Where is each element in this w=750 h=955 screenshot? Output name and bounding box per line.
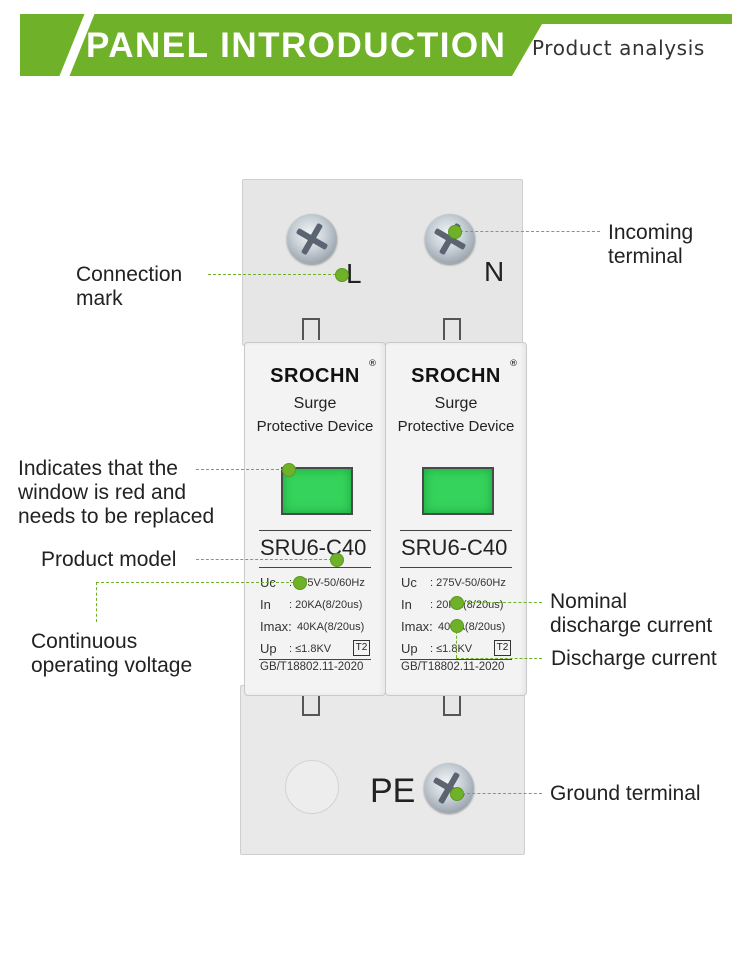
callout-nominal-current: Nominal discharge current — [550, 590, 712, 638]
divider — [259, 530, 371, 531]
callout-line: operating voltage — [31, 654, 193, 677]
spec-value-imax: 40KA(8/20us) — [297, 621, 365, 633]
model-number: SRU6-C40 — [401, 535, 508, 560]
spec-value-uc: : 275V-50/60Hz — [430, 577, 506, 589]
callout-connection-mark: Connection mark — [76, 263, 182, 311]
callout-line: Incoming — [608, 221, 694, 244]
device-type-line2: Protective Device — [256, 418, 374, 435]
callout-line: Indicates that the — [18, 457, 178, 480]
leader-line — [96, 582, 97, 622]
leader-line — [196, 559, 332, 560]
callout-line: Ground terminal — [550, 782, 701, 805]
leader-line — [196, 469, 284, 470]
terminal-label-pe: PE — [370, 772, 416, 810]
spd-module-right: SROCHN ® Surge Protective Device SRU6-C4… — [385, 342, 527, 696]
callout-ground-terminal: Ground terminal — [550, 782, 701, 806]
terminal-label-l: L — [346, 258, 362, 289]
leader-line — [456, 631, 457, 658]
callout-dot — [450, 787, 464, 801]
callout-continuous-voltage: Continuous operating voltage — [31, 630, 192, 678]
device-type-line2: Protective Device — [397, 418, 515, 435]
top-slot-left — [302, 318, 320, 340]
leader-line — [456, 658, 542, 659]
top-slot-right — [443, 318, 461, 340]
divider — [400, 530, 512, 531]
leader-line — [462, 602, 542, 603]
callout-line: needs to be replaced — [18, 505, 215, 528]
spec-value-in: : 20KA(8/20us) — [289, 599, 363, 611]
bottom-slot-left — [302, 694, 320, 716]
spd-module-left: SROCHN ® Surge Protective Device SRU6-C4… — [244, 342, 386, 696]
callout-line: Discharge current — [551, 647, 717, 670]
model-number: SRU6-C40 — [260, 535, 367, 560]
spec-key-in: In — [401, 597, 412, 612]
spec-value-up: : ≤1.8KV — [430, 643, 473, 655]
callout-dot — [330, 553, 344, 567]
spec-key-imax: Imax: — [260, 619, 292, 634]
device-type-line1: Surge — [434, 395, 478, 412]
device-bottom-housing — [240, 685, 525, 855]
leader-line — [208, 274, 341, 275]
din-rail-release-hole — [285, 760, 339, 814]
callout-line: Nominal — [550, 590, 628, 613]
callout-line: discharge current — [550, 614, 713, 637]
callout-line: Connection — [76, 263, 183, 286]
callout-dot — [450, 596, 464, 610]
spec-key-in: In — [260, 597, 271, 612]
callout-dot — [450, 619, 464, 633]
header-subtitle: Product analysis — [532, 36, 705, 60]
spec-value-imax: 40KA(8/20us) — [438, 621, 506, 633]
standard-code: GB/T18802.11-2020 — [401, 661, 505, 673]
leader-line — [462, 793, 542, 794]
leader-line — [460, 231, 600, 232]
spec-key-up: Up — [260, 641, 277, 656]
spec-value-up: : ≤1.8KV — [289, 643, 332, 655]
callout-line: mark — [76, 287, 123, 310]
spec-key-up: Up — [401, 641, 418, 656]
callout-product-model: Product model — [41, 548, 176, 572]
divider — [259, 659, 371, 660]
callout-discharge-current: Discharge current — [551, 647, 717, 671]
bottom-slot-right — [443, 694, 461, 716]
class-badge: T2 — [353, 640, 370, 656]
callout-dot — [448, 225, 462, 239]
callout-dot — [293, 576, 307, 590]
callout-line: Continuous — [31, 630, 138, 653]
divider — [400, 659, 512, 660]
device-type-line1: Surge — [293, 395, 337, 412]
status-indicator-window — [422, 467, 494, 515]
header-title: PANEL INTRODUCTION — [86, 26, 507, 65]
divider — [400, 567, 512, 568]
callout-incoming-terminal: Incoming terminal — [608, 221, 693, 269]
callout-line: window is red and — [18, 481, 187, 504]
leader-line — [96, 582, 294, 583]
brand-logo: SROCHN — [270, 365, 360, 387]
registered-mark: ® — [509, 359, 518, 369]
spec-value-uc: : 275V-50/60Hz — [289, 577, 365, 589]
callout-line: Product model — [41, 548, 177, 571]
registered-mark: ® — [368, 359, 377, 369]
spec-value-in: : 20KA(8/20us) — [430, 599, 504, 611]
callout-line: terminal — [608, 245, 683, 268]
terminal-screw-l-icon — [287, 214, 337, 264]
callout-dot — [282, 463, 296, 477]
terminal-label-n: N — [484, 256, 505, 287]
callout-indicator-window: Indicates that the window is red and nee… — [18, 457, 214, 529]
callout-dot — [335, 268, 349, 282]
spec-key-uc: Uc — [401, 575, 417, 590]
device-top-housing — [242, 179, 523, 346]
terminal-screw-n-icon — [425, 214, 475, 264]
brand-logo: SROCHN — [411, 365, 501, 387]
class-badge: T2 — [494, 640, 511, 656]
divider — [259, 567, 371, 568]
standard-code: GB/T18802.11-2020 — [260, 661, 364, 673]
terminal-screw-pe-icon — [424, 763, 474, 813]
spec-key-imax: Imax: — [401, 619, 433, 634]
